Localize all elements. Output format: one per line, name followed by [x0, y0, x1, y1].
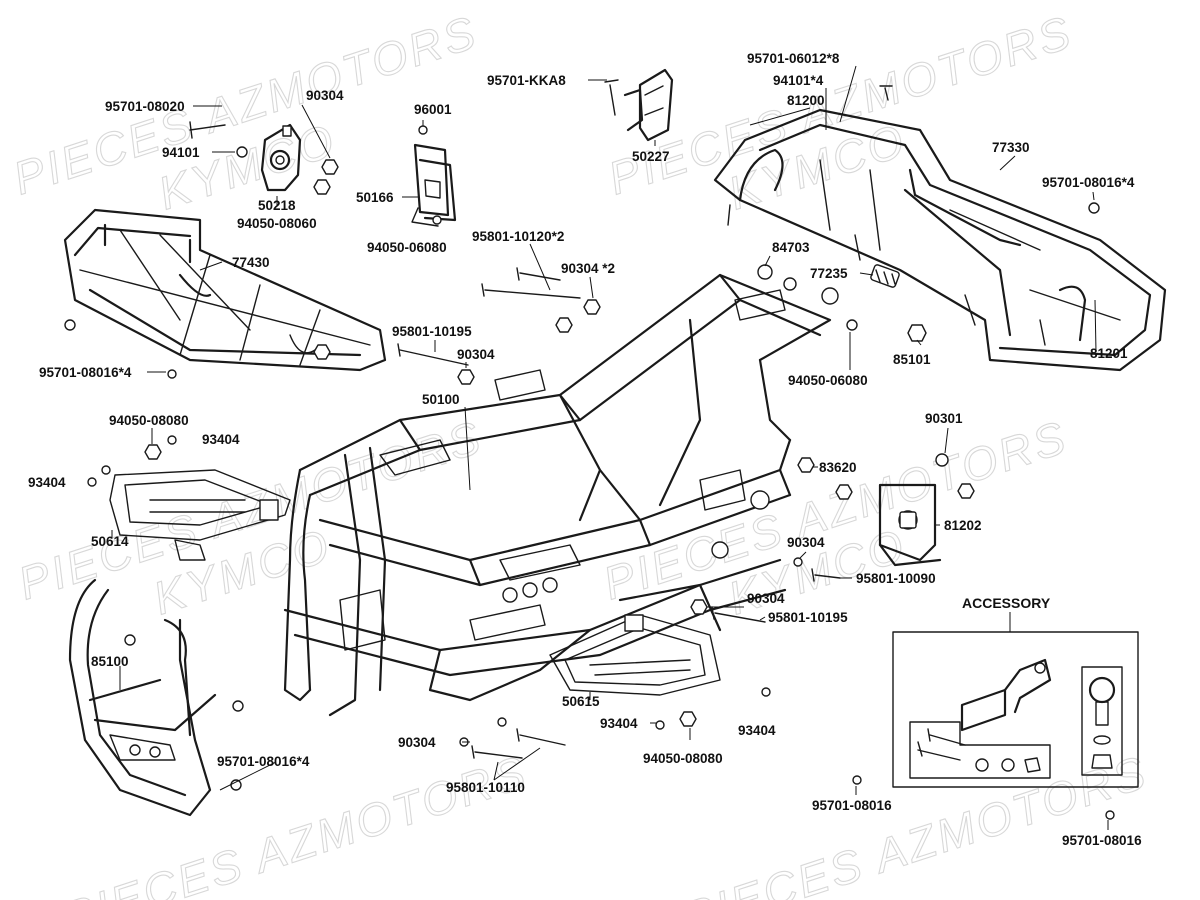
- label-50100: 50100: [422, 392, 460, 407]
- label-94050-08080: 94050-08080: [643, 751, 723, 766]
- label-95701-06012x8: 95701-06012*8: [747, 51, 840, 66]
- label-95701-kka8: 95701-KKA8: [487, 73, 566, 88]
- label-90304: 90304: [457, 347, 495, 362]
- hardware-layer: [64, 79, 1115, 820]
- label-93404: 93404: [738, 723, 776, 738]
- label-77430: 77430: [232, 255, 270, 270]
- accessory-section: ACCESSORY: [892, 595, 1139, 788]
- label-90301: 90301: [925, 411, 963, 426]
- label-85100: 85100: [91, 654, 129, 669]
- label-83620: 83620: [819, 460, 857, 475]
- bracket-50166: [411, 143, 457, 227]
- label-95801-10090: 95801-10090: [856, 571, 936, 586]
- label-95701-08016x4: 95701-08016*4: [217, 754, 310, 769]
- label-95701-08016: 95701-08016: [812, 798, 892, 813]
- label-94101: 94101: [162, 145, 200, 160]
- label-90304: 90304: [306, 88, 344, 103]
- label-94050-06080: 94050-06080: [367, 240, 447, 255]
- label-85101: 85101: [893, 352, 931, 367]
- footrest-50614: [109, 469, 291, 561]
- label-81201: 81201: [1090, 346, 1128, 361]
- label-50227: 50227: [632, 149, 670, 164]
- label-81200: 81200: [787, 93, 825, 108]
- label-94050-06080: 94050-06080: [788, 373, 868, 388]
- label-90304: 90304: [398, 735, 436, 750]
- label-77330: 77330: [992, 140, 1030, 155]
- label-50166: 50166: [356, 190, 394, 205]
- rack-bracket-77235: [870, 264, 900, 288]
- label-81202: 81202: [944, 518, 982, 533]
- label-95701-08016x4: 95701-08016*4: [1042, 175, 1135, 190]
- label-96001: 96001: [414, 102, 452, 117]
- footrest-50615: [549, 614, 721, 696]
- label-95701-08016: 95701-08016: [1062, 833, 1142, 848]
- label-95801-10195: 95801-10195: [392, 324, 472, 339]
- bracket-50218: [260, 123, 302, 192]
- label-93404: 93404: [600, 716, 638, 731]
- rear-rack-77330: [713, 108, 1167, 372]
- label-50614: 50614: [91, 534, 129, 549]
- label-90304x2: 90304 *2: [561, 261, 615, 276]
- label-94050-08080: 94050-08080: [109, 413, 189, 428]
- label-77235: 77235: [810, 266, 848, 281]
- guard-81202: [878, 483, 942, 567]
- label-50218: 50218: [258, 198, 296, 213]
- label-94050-08060: 94050-08060: [237, 216, 317, 231]
- label-95701-08020: 95701-08020: [105, 99, 185, 114]
- bracket-50227: [623, 68, 674, 142]
- label-94101x4: 94101*4: [773, 73, 824, 88]
- label-95801-10120x2: 95801-10120*2: [472, 229, 564, 244]
- label-90304: 90304: [787, 535, 825, 550]
- label-95701-08016x4: 95701-08016*4: [39, 365, 132, 380]
- label-93404: 93404: [202, 432, 240, 447]
- label-95801-10110: 95801-10110: [446, 780, 525, 795]
- main-frame-50100: [283, 273, 832, 717]
- front-bumper-85100: [68, 578, 217, 817]
- leader-lines: [111, 65, 1109, 830]
- accessory-title: ACCESSORY: [962, 595, 1051, 611]
- label-95801-10195: 95801-10195: [768, 610, 848, 625]
- label-84703: 84703: [772, 240, 810, 255]
- label-93404: 93404: [28, 475, 66, 490]
- label-50615: 50615: [562, 694, 600, 709]
- front-rack-77430: [63, 208, 387, 372]
- label-90304: 90304: [747, 591, 785, 606]
- part-labels: 95701-08020 94101 90304 50218 94050-0806…: [28, 51, 1142, 848]
